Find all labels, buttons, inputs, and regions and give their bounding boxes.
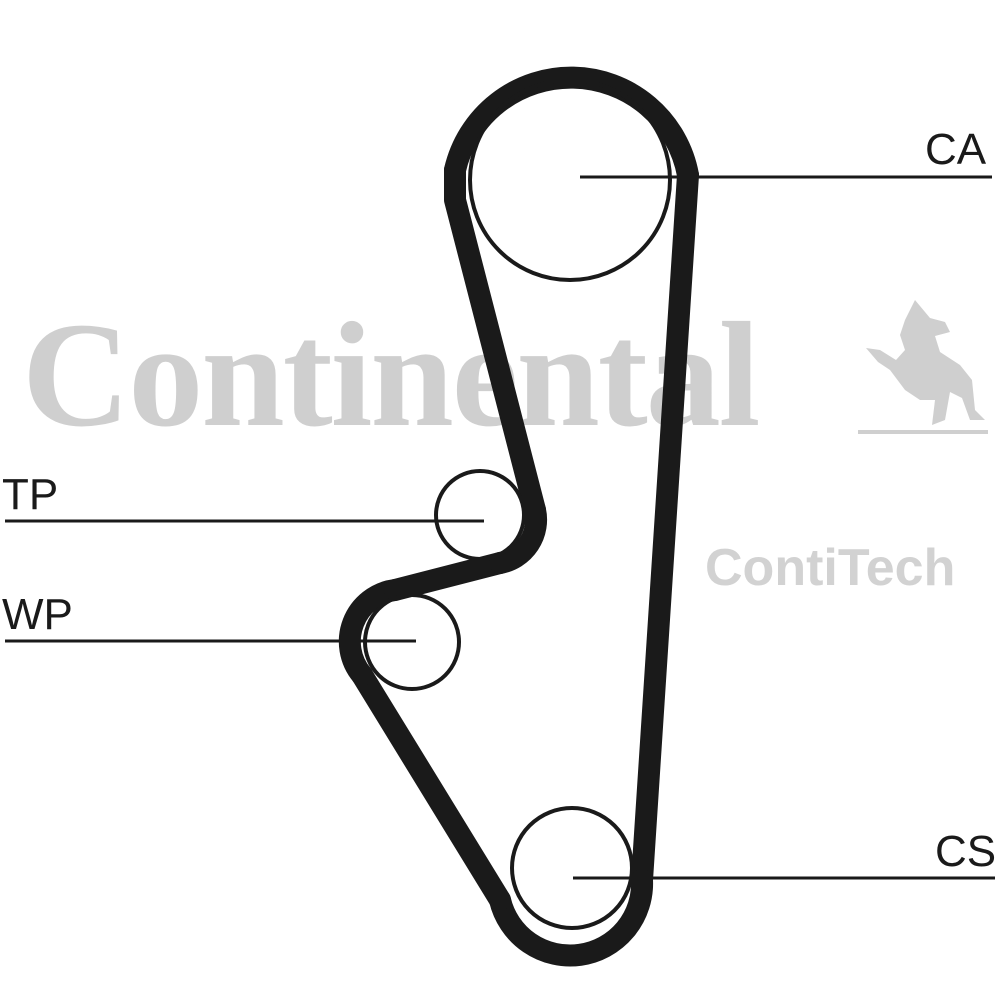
tensioner-label: TP [2,470,59,519]
timing-belt [338,66,699,967]
camshaft-label: CA [925,125,987,174]
continental-watermark: Continental [22,292,760,458]
tensioner-pulley [434,469,526,561]
camshaft-pulley [468,78,672,282]
contitech-watermark: ContiTech [705,539,956,597]
water-pump-label: WP [2,590,73,639]
crankshaft-pulley [510,806,634,930]
crankshaft-label: CS [935,827,997,876]
horse-logo-icon [858,300,988,434]
